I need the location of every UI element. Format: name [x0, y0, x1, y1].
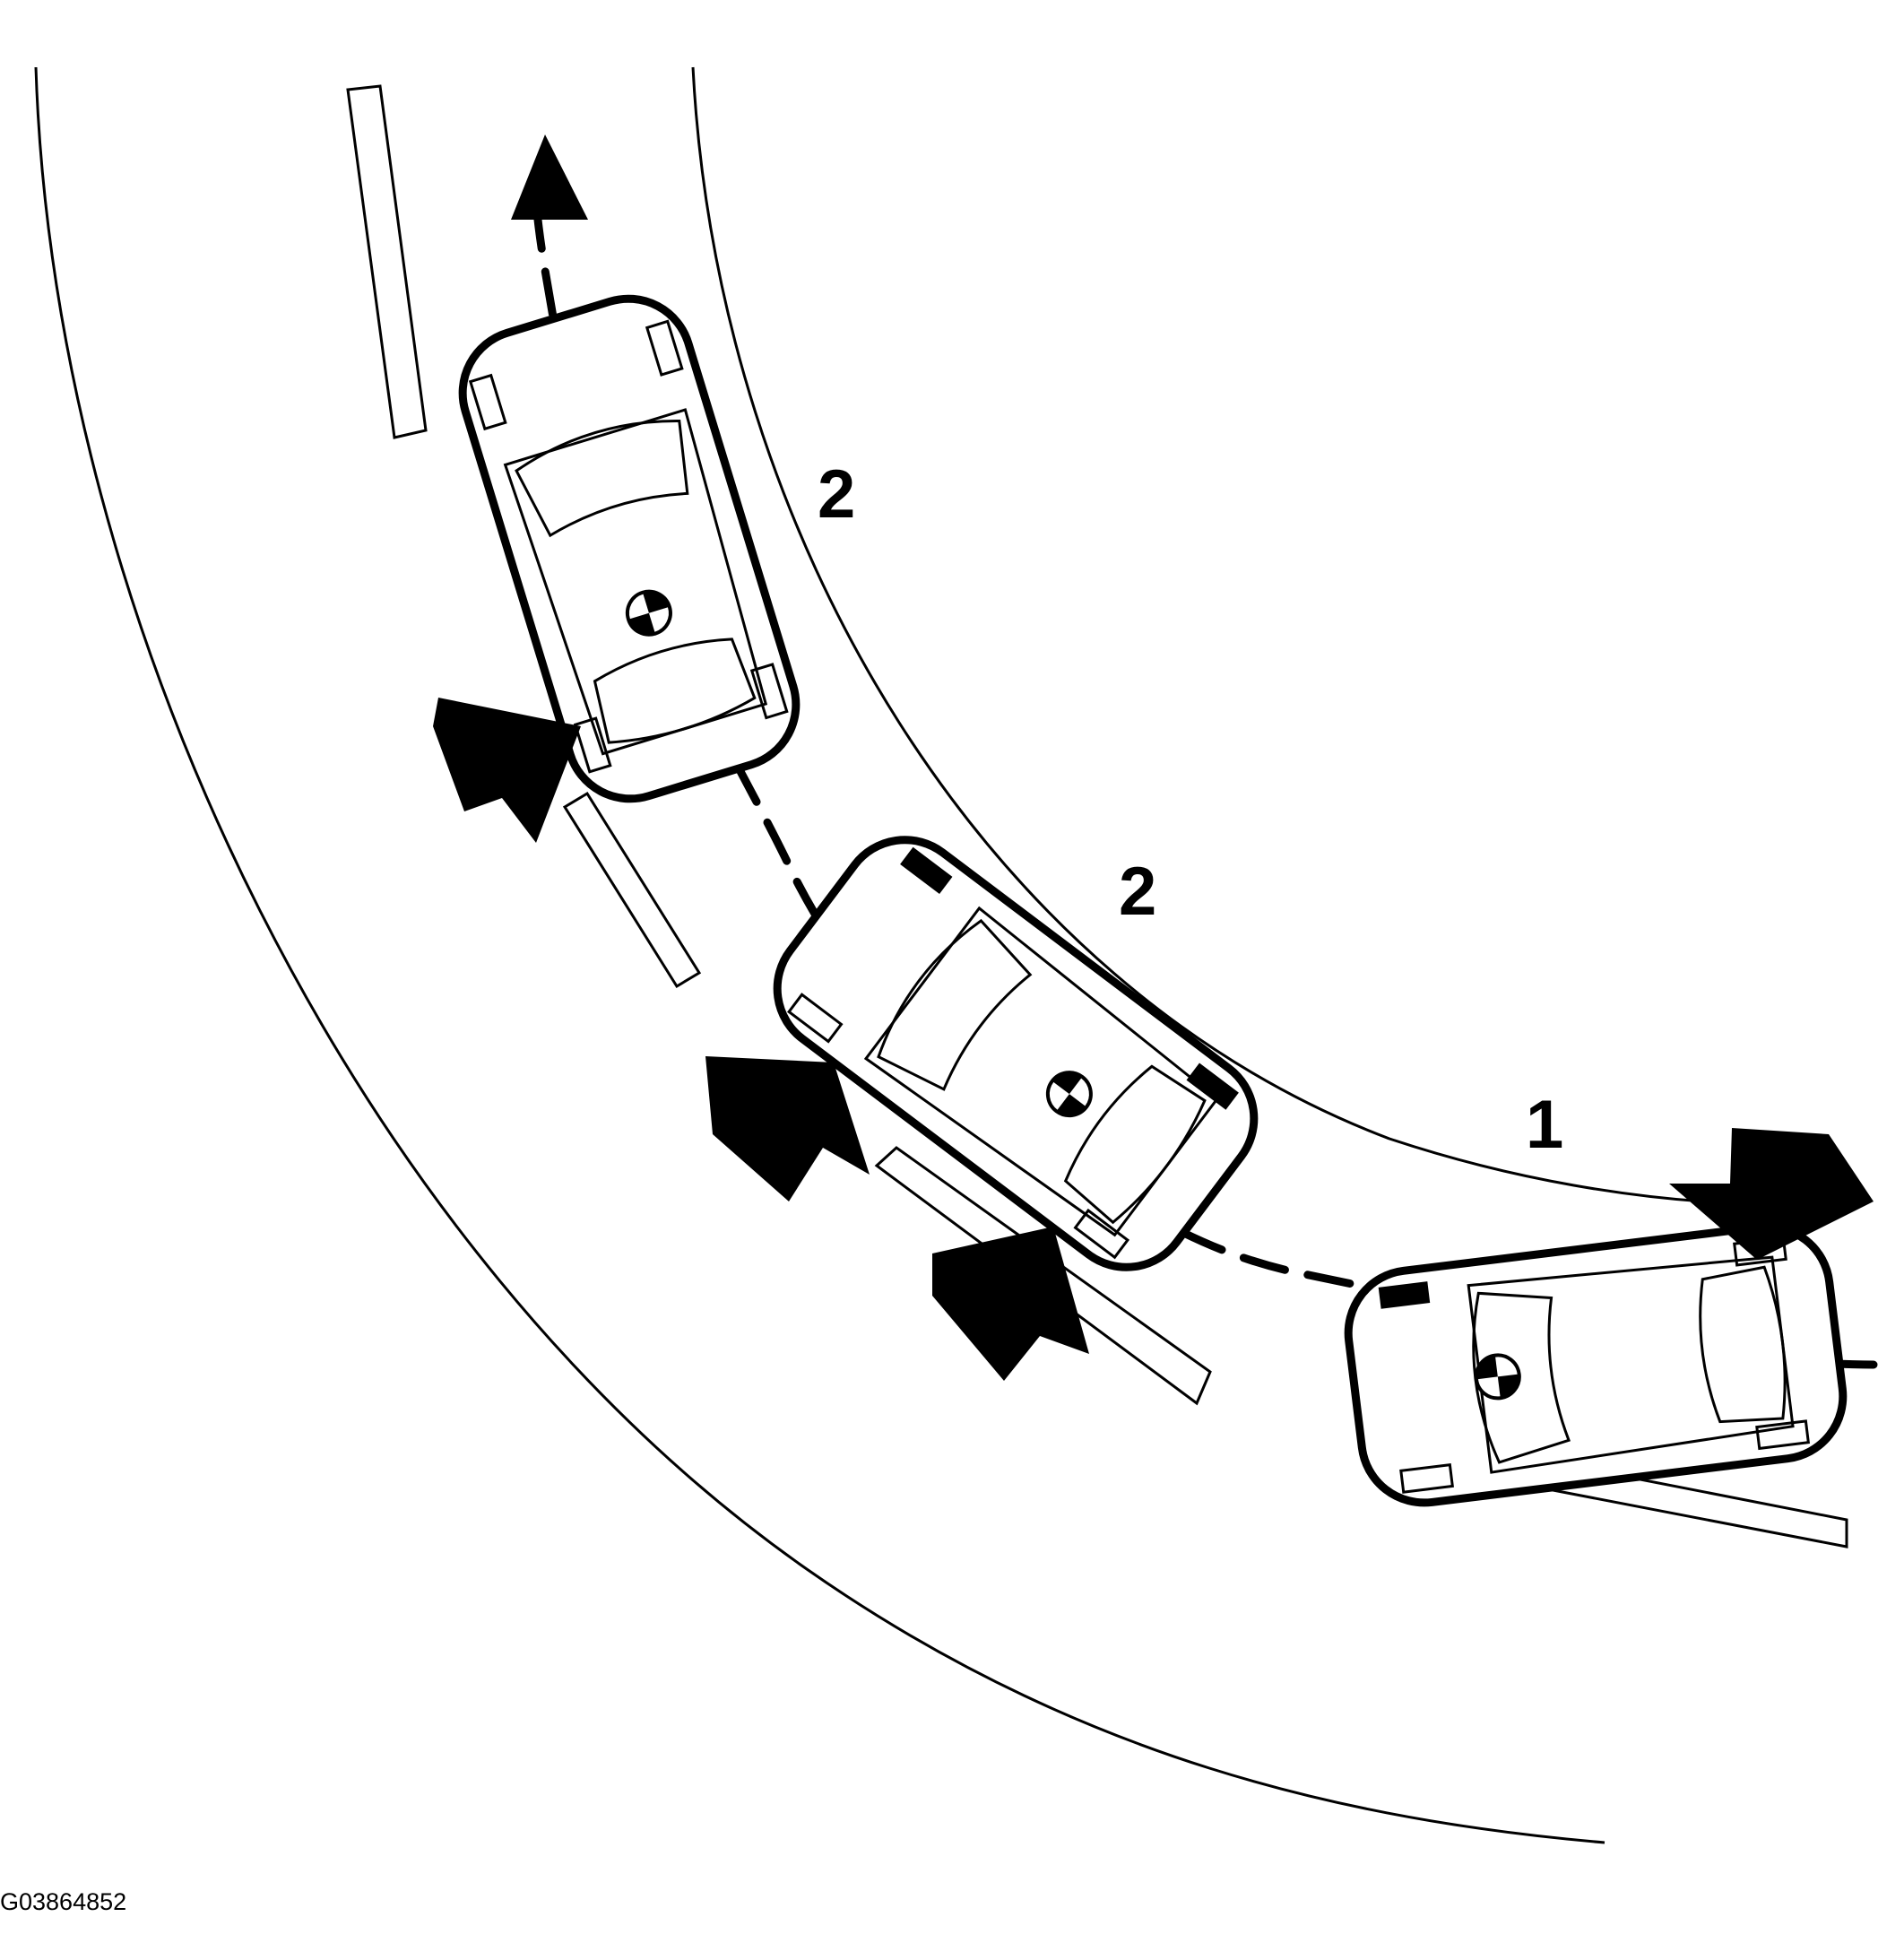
- car-right: [1344, 1222, 1848, 1507]
- lane-marking: [346, 84, 428, 439]
- force-arrow: [1669, 1128, 1874, 1260]
- force-arrow: [705, 1056, 870, 1201]
- callout-number: 2: [1119, 854, 1156, 930]
- callout-number: 2: [818, 456, 855, 533]
- car-top: [458, 294, 801, 803]
- figure-id-label: G03864852: [0, 1888, 126, 1915]
- force-arrow: [932, 1227, 1089, 1381]
- direction-arrow: [511, 134, 588, 220]
- road-outer-edge: [34, 66, 1605, 1844]
- road-inner-edge: [691, 66, 1704, 1203]
- force-arrow: [433, 698, 581, 843]
- car-middle: [773, 836, 1259, 1271]
- lane-marking: [562, 791, 702, 989]
- callout-number: 1: [1526, 1087, 1563, 1163]
